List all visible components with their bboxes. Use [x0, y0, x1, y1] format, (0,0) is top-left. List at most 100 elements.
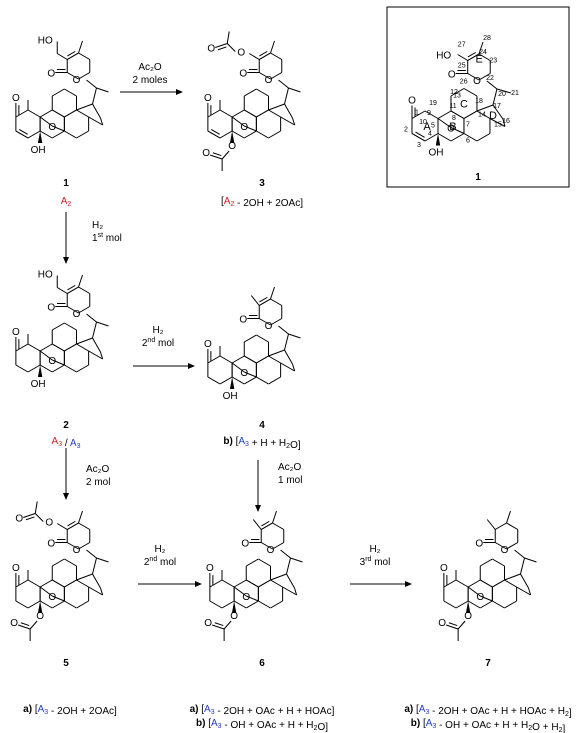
atom-number-10: 10 — [419, 119, 427, 126]
arrow-1-to-2 — [63, 212, 69, 264]
c4-hydroxyl: OH — [223, 391, 238, 402]
reagent-line-2: 2 mol — [86, 477, 110, 488]
ring-label-b: B — [449, 121, 456, 133]
atom-number-25: 25 — [458, 63, 466, 70]
compound-7-formula-a: a) [A3 - 2OH + OAc + H + HOAc + H2] — [404, 704, 572, 719]
atom-number-18: 18 — [475, 98, 483, 105]
compound-3-number: 3 — [259, 178, 265, 189]
atom-number-3: 3 — [417, 142, 421, 149]
ketone-oxygen: O — [204, 93, 212, 104]
ring-label-d: D — [489, 110, 497, 122]
ref-hydroxymethyl-oh: HO — [436, 51, 451, 62]
compound-1-number: 1 — [63, 178, 69, 189]
atom-number-5: 5 — [431, 123, 435, 130]
compound-3-formula: [A2 - 2OH + 2OAc] — [221, 196, 303, 209]
arrow-5-to-6 — [138, 581, 202, 587]
reference-structure-box — [386, 6, 570, 188]
lactone-ring-oxygen: O — [73, 309, 81, 320]
atom-number-22: 22 — [486, 75, 494, 82]
lactone-ring-oxygen: O — [265, 75, 273, 86]
epoxide-oxygen: O — [240, 368, 248, 379]
ketone-oxygen: O — [204, 339, 212, 350]
compound-2-formula: A3 / A3 — [52, 436, 81, 450]
atom-number-9: 9 — [427, 110, 431, 117]
reagent-line-2: 1st mol — [92, 232, 122, 244]
atom-number-2: 2 — [404, 127, 408, 134]
ketone-oxygen: O — [12, 327, 20, 338]
compound-5-number: 5 — [63, 658, 69, 669]
epoxide-oxygen: O — [240, 122, 248, 133]
compound-6-formula-b: b) [A3 - OH + OAc + H + H2O] — [196, 718, 328, 733]
reagent-line-1: H₂ — [154, 544, 165, 555]
atom-number-6: 6 — [466, 138, 470, 145]
arrow-2-to-5 — [63, 448, 69, 500]
lactone-carbonyl-oxygen: O — [241, 539, 249, 550]
compound-4-number: 4 — [259, 420, 265, 431]
ref-ketone-oxygen: O — [408, 96, 416, 107]
reagent-line-1: H₂ — [369, 544, 380, 555]
reagent-line-2: 2nd mol — [142, 337, 174, 349]
lactone-carbonyl-oxygen: O — [475, 539, 483, 550]
reagent-line-1: Ac₂O — [86, 464, 110, 475]
lactone-ring-oxygen: O — [501, 545, 509, 556]
c4-acetate-oxygen: O — [36, 611, 44, 622]
arrow-4-to-6 — [255, 460, 261, 512]
atom-number-15: 15 — [494, 122, 502, 129]
side-acetate-carbonyl-oxygen: O — [15, 514, 23, 525]
epoxide-oxygen: O — [48, 592, 56, 603]
atom-number-1: 1 — [415, 110, 419, 117]
ring-label-a: A — [423, 121, 431, 133]
compound-2-number: 2 — [63, 420, 69, 431]
ketone-oxygen: O — [12, 563, 20, 574]
lactone-carbonyl-oxygen: O — [47, 303, 55, 314]
reagent-line-2: 2nd mol — [144, 556, 176, 568]
atom-number-28: 28 — [483, 35, 491, 42]
acetate-carbonyl-oxygen: O — [202, 148, 210, 159]
ketone-oxygen: O — [12, 93, 20, 104]
lactone-ring-oxygen: O — [265, 321, 273, 332]
lactone-ring-oxygen: O — [267, 545, 275, 556]
ref-epoxide-oxygen: O — [447, 124, 455, 135]
c4-acetate-oxygen: O — [464, 611, 472, 622]
atom-number-16: 16 — [502, 118, 510, 125]
acetate-carbonyl-oxygen: O — [204, 618, 212, 629]
atom-number-13: 13 — [453, 93, 461, 100]
ref-lactone-ring-oxygen: O — [473, 76, 481, 87]
reagent-line-2: 1 mol — [278, 475, 302, 486]
ketone-oxygen: O — [206, 563, 214, 574]
atom-number-8: 8 — [452, 115, 456, 122]
lactone-ring-oxygen: O — [73, 545, 81, 556]
side-acetate-carbonyl-oxygen: O — [207, 44, 215, 55]
atom-number-26: 26 — [460, 79, 468, 86]
arrow-1-to-3 — [120, 89, 183, 95]
molecule-structures: OOHOOOHOOOOOOOOOOOHOOOHOOOHOOOOOOOOOOOOO… — [10, 31, 537, 641]
ketone-oxygen: O — [440, 563, 448, 574]
reference-compound-number: 1 — [475, 172, 481, 183]
epoxide-oxygen: O — [48, 122, 56, 133]
side-acetate-oxygen: O — [45, 518, 53, 529]
reagent-line-1: H₂ — [92, 220, 103, 231]
hydroxymethyl-oh: HO — [38, 270, 53, 281]
compound-6-formula-a: a) [A3 - 2OH + OAc + H + HOAc] — [190, 704, 335, 717]
c4-hydroxyl: OH — [31, 145, 46, 156]
atom-number-21: 21 — [511, 90, 519, 97]
lactone-carbonyl-oxygen: O — [239, 69, 247, 80]
atom-number-24: 24 — [479, 49, 487, 56]
atom-number-20: 20 — [498, 91, 506, 98]
atom-number-17: 17 — [493, 103, 501, 110]
compound-5-formula: a) [A3 - 2OH + 2OAc] — [23, 704, 117, 717]
compound-4-formula: b) [A3 + H + H2O] — [223, 436, 301, 451]
epoxide-oxygen: O — [242, 592, 250, 603]
ref-lactone-carbonyl-oxygen: O — [448, 70, 456, 81]
